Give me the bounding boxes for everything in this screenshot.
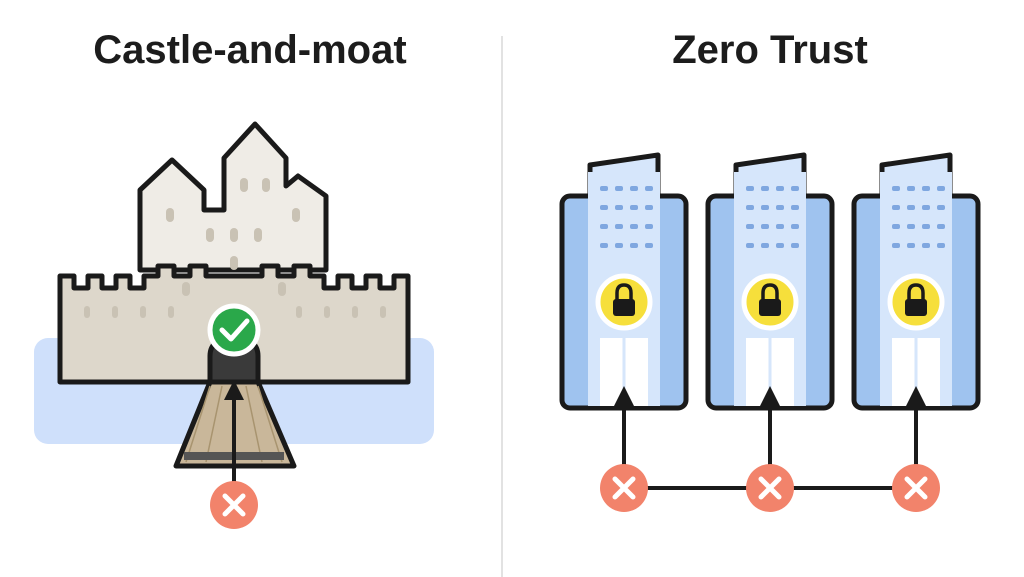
panel-divider	[501, 36, 503, 577]
building-1	[559, 152, 689, 411]
check-icon	[207, 303, 261, 357]
x-icon	[600, 464, 648, 512]
castle-windows	[84, 178, 386, 318]
castle-and-moat-panel	[34, 121, 434, 529]
zero-trust-panel	[559, 152, 981, 512]
padlock-icon	[595, 273, 653, 331]
zero-trust-title: Zero Trust	[672, 28, 868, 72]
castle-and-moat-title: Castle-and-moat	[93, 28, 407, 72]
building-3	[851, 152, 981, 411]
x-icon	[746, 464, 794, 512]
building-2	[705, 152, 835, 411]
padlock-icon	[887, 273, 945, 331]
x-icon	[210, 481, 258, 529]
x-icon	[892, 464, 940, 512]
drawbridge-planks	[185, 385, 283, 463]
padlock-icon	[741, 273, 799, 331]
